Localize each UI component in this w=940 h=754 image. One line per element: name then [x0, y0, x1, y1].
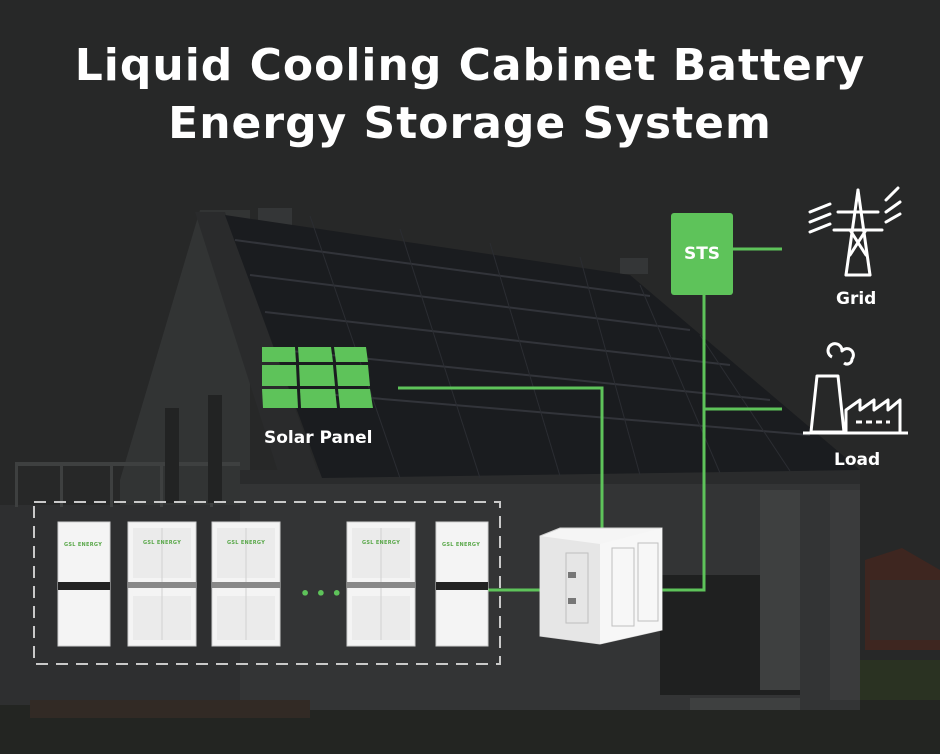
cabinet-3-brand: GSL ENERGY	[227, 540, 266, 546]
factory-icon	[803, 342, 908, 435]
solar-panel-icon	[262, 347, 373, 408]
battery-cabinet-3	[211, 521, 281, 647]
battery-cabinet-2	[127, 521, 197, 647]
cabinet-5-brand: GSL ENERGY	[442, 542, 481, 548]
title-line-1: Liquid Cooling Cabinet Battery	[74, 40, 866, 91]
cabinet-2-brand: GSL ENERGY	[143, 540, 182, 546]
battery-cabinet-1	[57, 521, 111, 647]
battery-cabinet-5	[435, 521, 489, 647]
grid-label: Grid	[836, 289, 877, 309]
title-line-2: Energy Storage System	[168, 98, 772, 149]
battery-bank-boundary	[33, 501, 501, 665]
cabinet-4-brand: GSL ENERGY	[362, 540, 401, 546]
battery-cabinet-4	[346, 521, 416, 647]
sts-to-pcs-line	[660, 295, 706, 592]
connection-lines	[398, 247, 782, 592]
transmission-tower-icon	[808, 186, 902, 277]
pcs-cabinet	[539, 527, 663, 645]
sts-switch-box	[671, 213, 733, 295]
neighbor-house	[865, 548, 940, 650]
more-cabinets-ellipsis: • • •	[300, 584, 342, 603]
roof-solar-array	[225, 215, 860, 479]
solar-to-pcs-line	[398, 386, 604, 530]
solar-panel-label: Solar Panel	[264, 428, 373, 448]
load-label: Load	[834, 450, 881, 470]
cabinet-1-brand: GSL ENERGY	[64, 542, 103, 548]
sts-label: STS	[683, 244, 721, 264]
